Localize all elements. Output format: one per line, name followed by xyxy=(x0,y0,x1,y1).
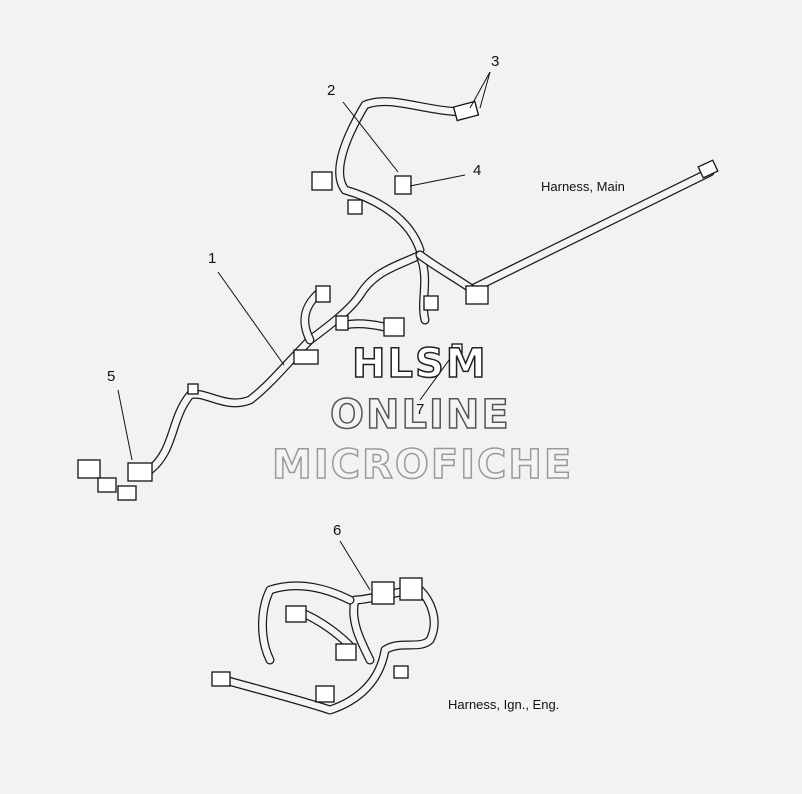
watermark-line-3: MICROFICHE xyxy=(271,442,574,488)
watermark-line-1: HLSM xyxy=(351,341,488,387)
callout-5: 5 xyxy=(107,368,116,385)
caption-harness-ign-eng: Harness, Ign., Eng. xyxy=(448,697,560,712)
callout-3: 3 xyxy=(491,53,500,70)
ignition-harness xyxy=(211,577,439,715)
callout-4: 4 xyxy=(473,162,482,179)
leader-lines xyxy=(117,71,491,591)
caption-harness-main: Harness, Main xyxy=(541,179,625,194)
main-harness xyxy=(77,97,719,501)
watermark-line-2: ONLINE xyxy=(329,392,511,438)
callout-2: 2 xyxy=(327,82,336,99)
callout-6: 6 xyxy=(333,522,342,539)
callout-1: 1 xyxy=(208,250,217,267)
callout-7: 7 xyxy=(416,401,425,418)
